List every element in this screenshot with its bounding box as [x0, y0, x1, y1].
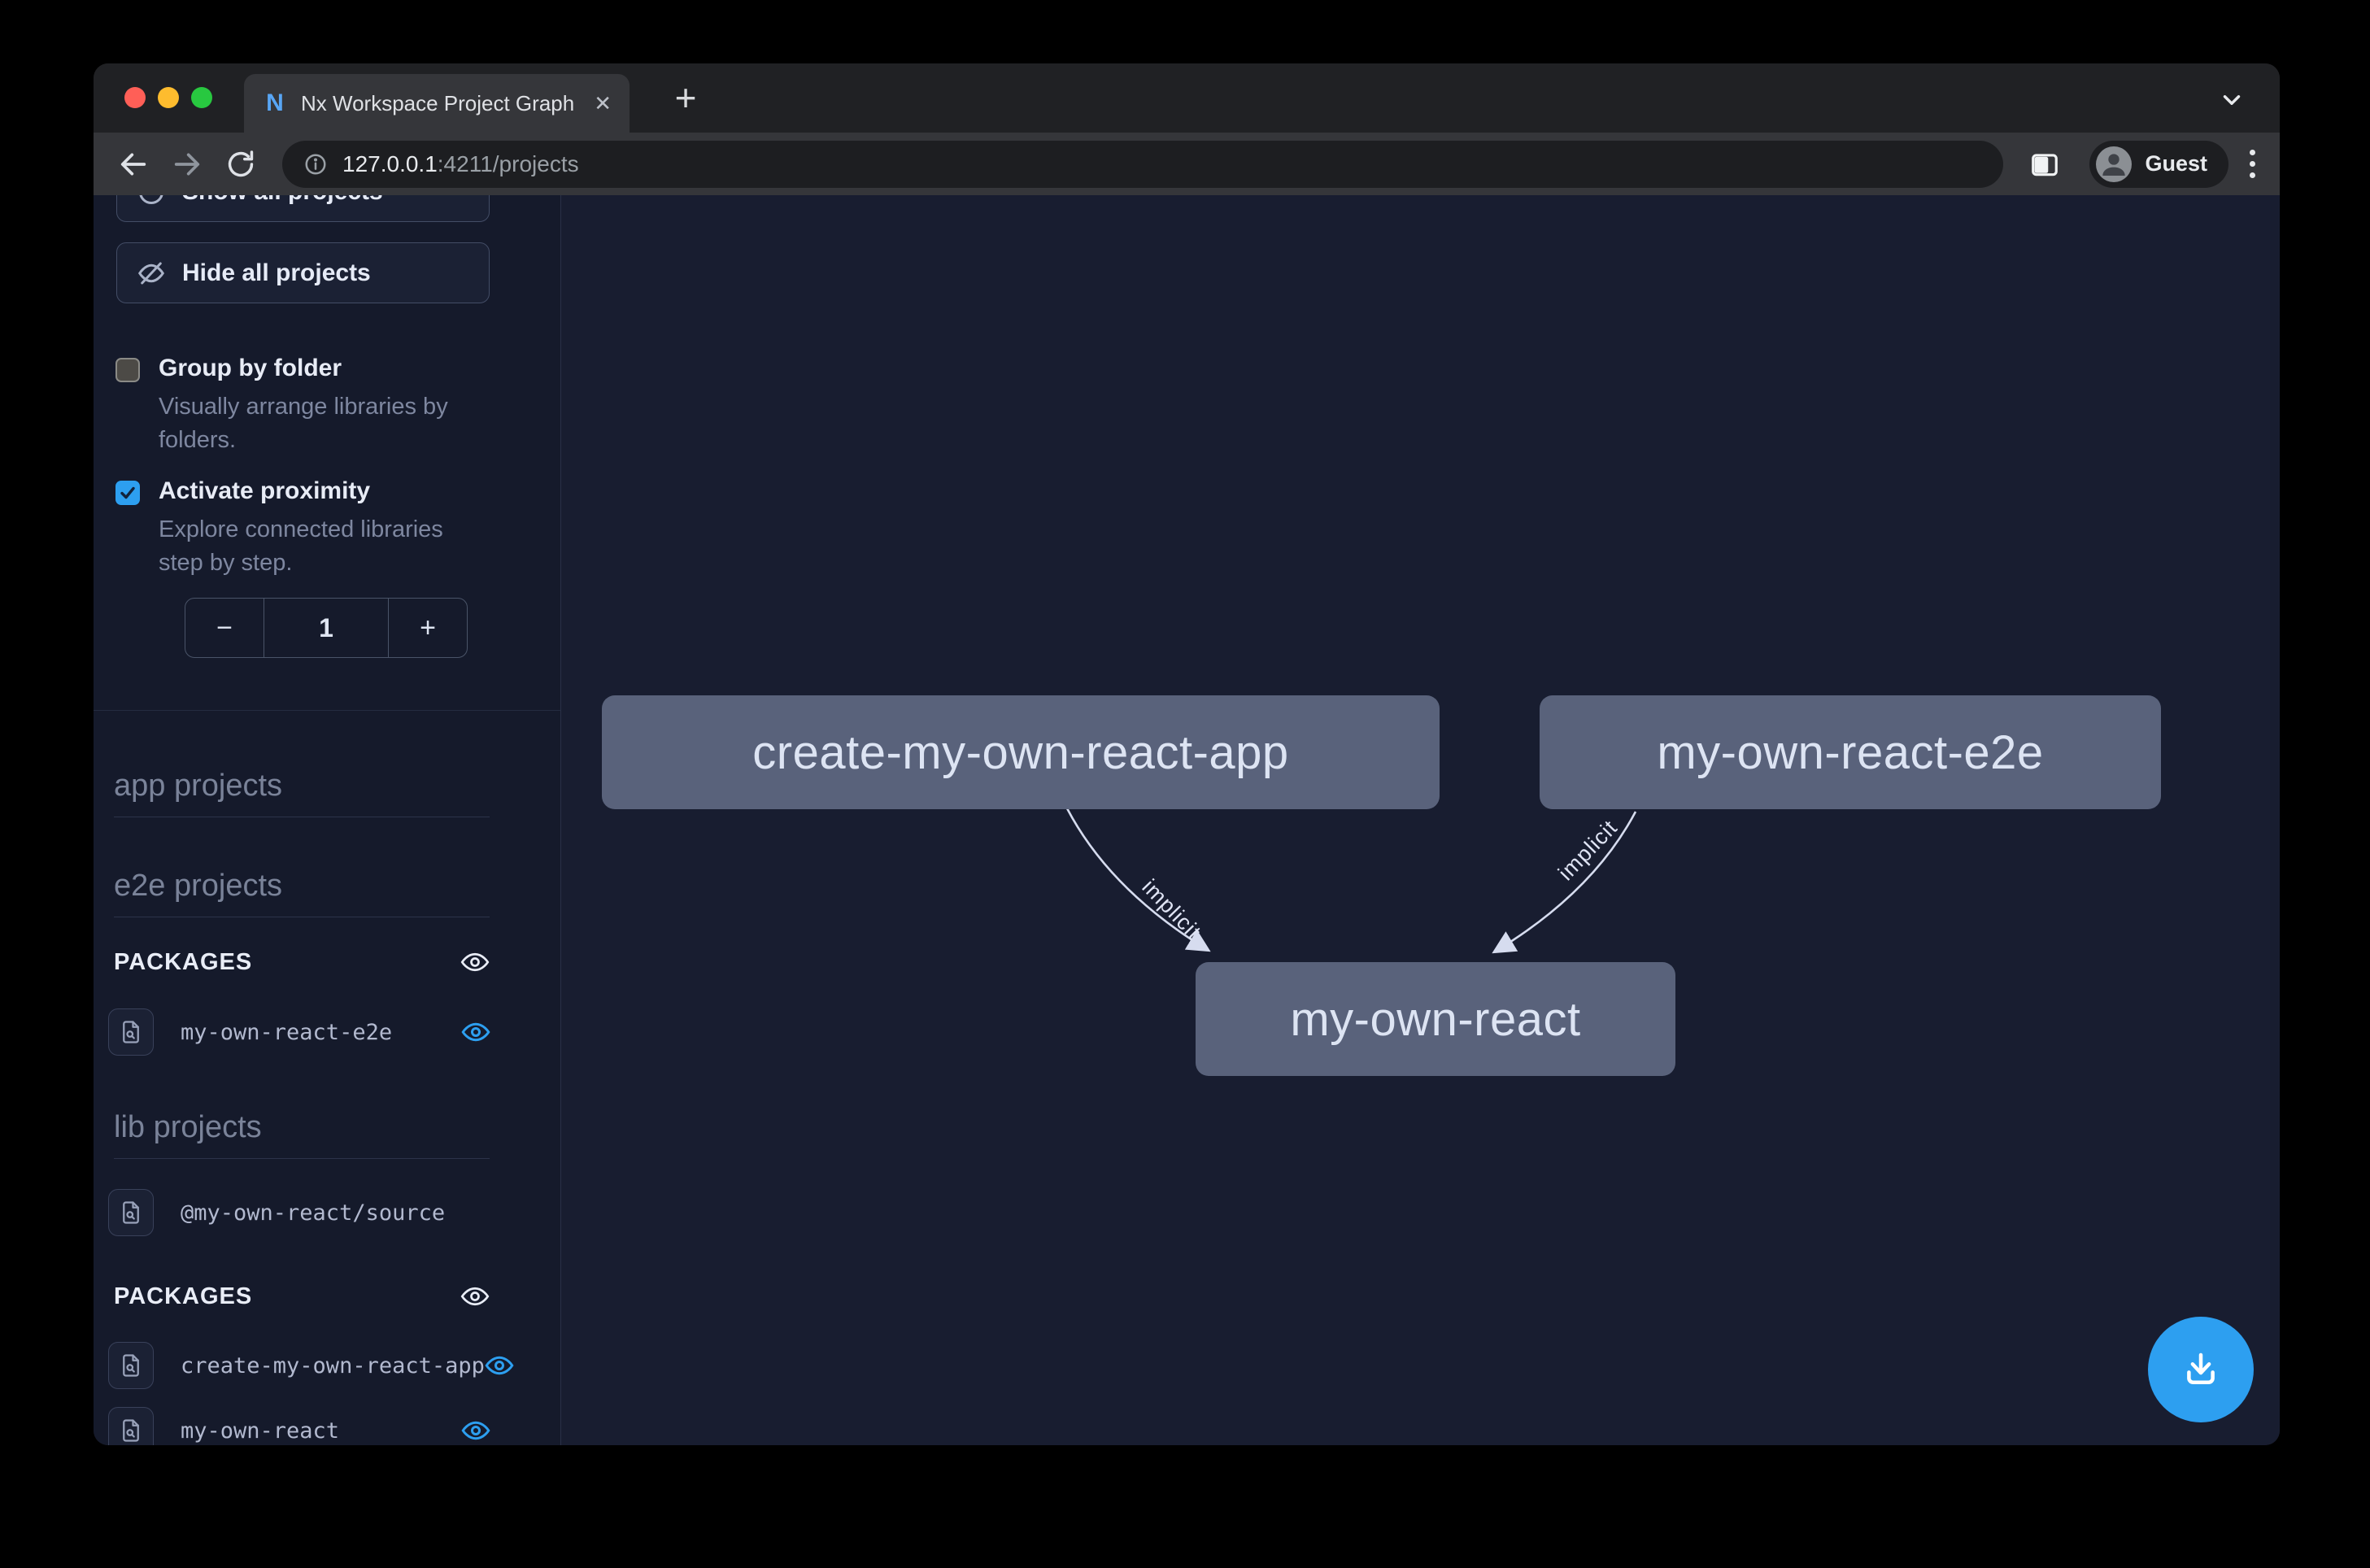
project-row-my-own-react[interactable]: my-own-react [108, 1407, 490, 1445]
download-graph-button[interactable] [2148, 1317, 2254, 1422]
packages-title: PACKAGES [114, 1283, 252, 1310]
new-tab-button[interactable]: + [663, 75, 708, 120]
minimize-window-button[interactable] [158, 87, 179, 108]
project-name: my-own-react [181, 1418, 339, 1444]
activate-proximity-row: Activate proximity Explore connected lib… [115, 477, 498, 580]
eye-icon[interactable] [460, 1282, 490, 1311]
graph-node-my-own-react-e2e[interactable]: my-own-react-e2e [1540, 695, 2161, 809]
packages-title: PACKAGES [114, 949, 252, 976]
sidebar-divider [94, 710, 560, 711]
activate-proximity-description: Explore connected libraries step by step… [159, 513, 476, 580]
increment-button[interactable]: + [389, 599, 467, 657]
decrement-button[interactable]: − [185, 599, 264, 657]
url-host: 127.0.0.1 [342, 151, 438, 176]
tab-strip: N Nx Workspace Project Graph ✕ + [94, 63, 2280, 133]
app-content: Show all projects Hide all projects Grou… [94, 195, 2280, 1445]
url-text: 127.0.0.1:4211/projects [342, 151, 579, 177]
graph-edges: implicit implicit [561, 195, 2280, 1445]
graph-node-my-own-react[interactable]: my-own-react [1196, 962, 1675, 1076]
eye-off-icon [137, 259, 166, 288]
tab-nx-workspace-project-graph[interactable]: N Nx Workspace Project Graph ✕ [244, 74, 630, 133]
group-by-folder-description: Visually arrange libraries by folders. [159, 390, 476, 457]
show-all-projects-button[interactable]: Show all projects [116, 195, 490, 222]
avatar [2096, 146, 2132, 182]
check-icon [118, 483, 137, 503]
group-by-folder-row: Group by folder Visually arrange librari… [115, 355, 498, 457]
packages-header-lib: PACKAGES [114, 1282, 490, 1311]
zoom-window-button[interactable] [191, 87, 212, 108]
url-bar[interactable]: 127.0.0.1:4211/projects [282, 141, 2003, 188]
project-row-my-own-react-e2e[interactable]: my-own-react-e2e [108, 1008, 490, 1056]
lib-projects-heading: lib projects [114, 1110, 490, 1159]
activate-proximity-label: Activate proximity [159, 477, 498, 505]
edge-label: implicit [1137, 874, 1205, 944]
eye-icon-blue[interactable] [485, 1351, 514, 1380]
hide-all-projects-label: Hide all projects [182, 259, 371, 287]
file-search-icon[interactable] [108, 1008, 154, 1056]
profile-button[interactable]: Guest [2089, 141, 2228, 188]
e2e-projects-heading: e2e projects [114, 869, 490, 917]
eye-icon-blue[interactable] [461, 1416, 490, 1445]
file-search-icon[interactable] [108, 1189, 154, 1236]
activate-proximity-checkbox[interactable] [115, 481, 140, 505]
tab-title: Nx Workspace Project Graph [301, 91, 582, 116]
eye-icon[interactable] [460, 947, 490, 977]
side-panel-icon[interactable] [2026, 146, 2063, 183]
proximity-depth-stepper: − 1 + [185, 598, 468, 658]
profile-name: Guest [2145, 151, 2207, 176]
forward-icon[interactable] [168, 146, 206, 183]
file-search-icon[interactable] [108, 1342, 154, 1389]
proximity-depth-value: 1 [264, 599, 389, 657]
graph-node-create-my-own-react-app[interactable]: create-my-own-react-app [602, 695, 1440, 809]
browser-toolbar: 127.0.0.1:4211/projects Guest [94, 133, 2280, 195]
reload-icon[interactable] [222, 146, 259, 183]
nx-favicon-icon: N [262, 90, 288, 116]
toolbar-right-cluster: Guest [2026, 141, 2260, 188]
back-icon[interactable] [115, 146, 152, 183]
file-search-icon[interactable] [108, 1407, 154, 1445]
tab-search-chevron-icon[interactable] [2218, 86, 2246, 114]
project-row-create-my-own-react-app[interactable]: create-my-own-react-app [108, 1342, 490, 1389]
project-name: @my-own-react/source [181, 1200, 445, 1226]
hide-all-projects-button[interactable]: Hide all projects [116, 242, 490, 303]
show-all-projects-label: Show all projects [182, 195, 383, 206]
url-path: :4211/projects [438, 151, 579, 176]
tab-close-icon[interactable]: ✕ [594, 91, 612, 116]
app-projects-heading: app projects [114, 769, 490, 817]
group-by-folder-checkbox[interactable] [115, 358, 140, 382]
project-graph-canvas[interactable]: implicit implicit create-my-own-react-ap… [561, 195, 2280, 1445]
sidebar: Show all projects Hide all projects Grou… [94, 195, 561, 1445]
project-name: my-own-react-e2e [181, 1020, 392, 1045]
site-info-icon[interactable] [303, 152, 328, 176]
download-icon [2179, 1348, 2223, 1392]
project-row-my-own-react-source[interactable]: @my-own-react/source [108, 1189, 490, 1236]
browser-menu-icon[interactable] [2245, 145, 2260, 183]
eye-icon-blue[interactable] [461, 1017, 490, 1047]
close-window-button[interactable] [124, 87, 146, 108]
group-by-folder-label: Group by folder [159, 355, 498, 382]
project-name: create-my-own-react-app [181, 1353, 485, 1379]
browser-window: N Nx Workspace Project Graph ✕ + [94, 63, 2280, 1445]
packages-header-e2e: PACKAGES [114, 947, 490, 977]
